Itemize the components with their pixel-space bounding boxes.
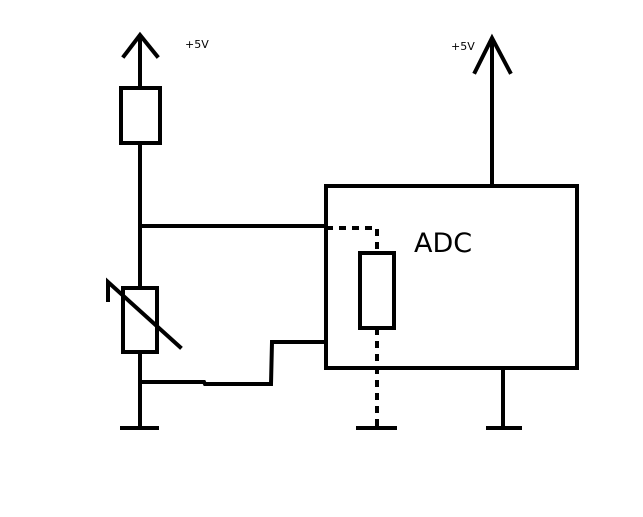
supply-label-right: +5V xyxy=(451,40,475,53)
supply-arrow-left xyxy=(121,31,160,90)
supply-arrow-right xyxy=(472,33,513,188)
supply-label-left: +5V xyxy=(185,38,209,51)
wire-ground-to-adc xyxy=(138,340,328,386)
adc-internal-resistor xyxy=(358,251,396,330)
adc-block xyxy=(324,184,579,370)
adc-internal-wire-top xyxy=(326,226,379,253)
pullup-resistor xyxy=(119,86,162,145)
thermistor xyxy=(106,277,183,354)
adc-label: ADC xyxy=(414,228,472,259)
